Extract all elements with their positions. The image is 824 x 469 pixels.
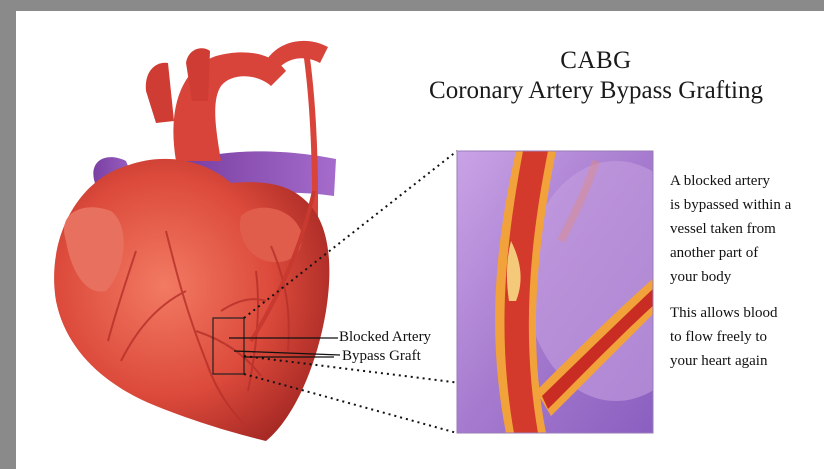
description-line: your heart again: [670, 349, 824, 373]
description-line: This allows blood: [670, 301, 824, 325]
description-line: A blocked artery: [670, 169, 824, 193]
label-bypass-graft: Bypass Graft: [342, 348, 421, 365]
description-line: another part of: [670, 241, 824, 265]
label-blocked-artery: Blocked Artery: [339, 329, 431, 346]
diagram-panel: CABG Coronary Artery Bypass Grafting Blo…: [16, 11, 824, 469]
heart-body: [54, 159, 329, 441]
description-line: your body: [670, 265, 824, 289]
description-line: vessel taken from: [670, 217, 824, 241]
inset-view: [457, 151, 706, 433]
title-abbreviation: CABG: [396, 47, 796, 75]
description-paragraph-1: A blocked artery is bypassed within a ve…: [670, 169, 824, 289]
description-line: is bypassed within a: [670, 193, 824, 217]
description-paragraph-2: This allows blood to flow freely to your…: [670, 301, 824, 373]
description-line: to flow freely to: [670, 325, 824, 349]
title-full: Coronary Artery Bypass Grafting: [396, 77, 796, 105]
